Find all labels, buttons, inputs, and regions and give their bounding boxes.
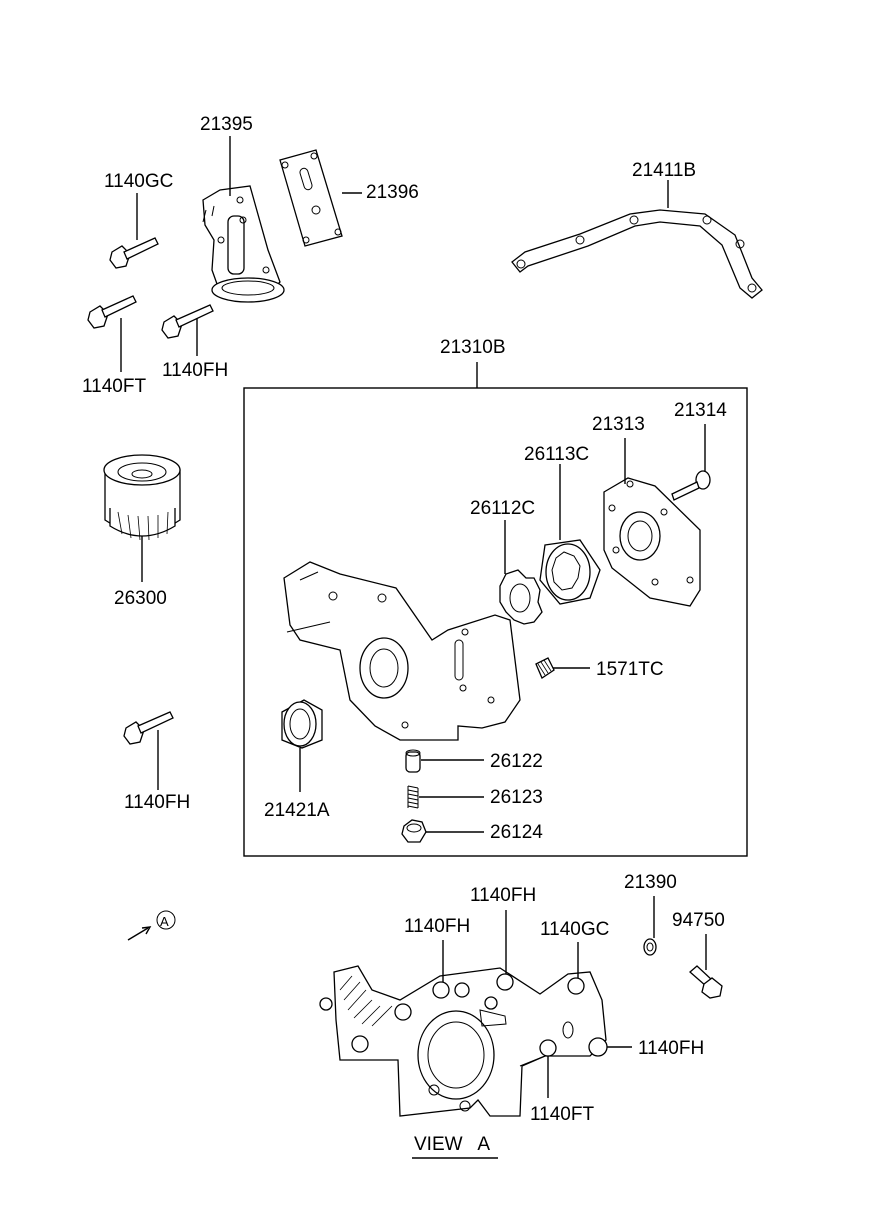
- label-1140fh-view-a-top: 1140FH: [470, 885, 536, 906]
- label-26300: 26300: [114, 588, 167, 609]
- label-1140gc-top: 1140GC: [104, 171, 173, 192]
- label-21390: 21390: [624, 872, 677, 893]
- label-21421a: 21421A: [264, 800, 330, 821]
- relief-plug-part[interactable]: [401, 819, 427, 843]
- label-1571tc: 1571TC: [596, 659, 664, 680]
- label-1140fh-top: 1140FH: [162, 360, 228, 381]
- leader-lines: [120, 136, 707, 1159]
- view-a-arrow: [127, 910, 176, 941]
- label-1140ft-top: 1140FT: [82, 376, 146, 397]
- label-1140ft-view-a: 1140FT: [530, 1104, 594, 1125]
- label-26112c: 26112C: [470, 498, 535, 519]
- cover-screw-part[interactable]: [671, 470, 711, 501]
- bolt-1140ft-top[interactable]: [87, 295, 137, 329]
- oil-pump-case-part[interactable]: [283, 561, 521, 741]
- view-a-case-part[interactable]: [319, 965, 608, 1117]
- label-26123: 26123: [490, 787, 543, 808]
- label-21411b: 21411B: [632, 160, 696, 181]
- relief-plunger-part[interactable]: [405, 749, 421, 773]
- oil-filter-part[interactable]: [103, 454, 181, 541]
- outer-rotor-part[interactable]: [539, 539, 601, 605]
- pump-cover-part[interactable]: [603, 477, 701, 607]
- oil-pressure-switch-part[interactable]: [689, 965, 723, 999]
- label-1140fh-view-a-left: 1140FH: [404, 916, 470, 937]
- oil-strainer-part[interactable]: [202, 185, 285, 303]
- label-21310b: 21310B: [440, 337, 506, 358]
- bolt-1140fh-mid[interactable]: [123, 711, 174, 745]
- view-a-ref-letter: A: [160, 914, 169, 929]
- label-21395: 21395: [200, 114, 253, 135]
- label-1140gc-view-a: 1140GC: [540, 919, 609, 940]
- label-21314: 21314: [674, 400, 727, 421]
- label-26122: 26122: [490, 751, 543, 772]
- label-1140fh-mid: 1140FH: [124, 792, 190, 813]
- plug-part[interactable]: [535, 657, 555, 679]
- label-94750: 94750: [672, 910, 725, 931]
- oil-seal-part[interactable]: [281, 699, 323, 749]
- oil-pan-gasket-part[interactable]: [511, 209, 763, 299]
- label-1140fh-view-a-right: 1140FH: [638, 1038, 704, 1059]
- strainer-gasket-part[interactable]: [279, 149, 343, 247]
- view-a-caption: VIEW A: [414, 1134, 490, 1155]
- bolt-1140gc-top[interactable]: [109, 237, 159, 269]
- label-21313: 21313: [592, 414, 645, 435]
- inner-rotor-part[interactable]: [499, 569, 543, 625]
- oil-pump-assembly-frame: [243, 387, 748, 857]
- label-26113c: 26113C: [524, 444, 589, 465]
- relief-spring-part[interactable]: [407, 785, 419, 809]
- o-ring-part[interactable]: [643, 938, 657, 956]
- label-21396: 21396: [366, 182, 419, 203]
- label-26124: 26124: [490, 822, 543, 843]
- bolt-1140fh-top[interactable]: [161, 304, 214, 339]
